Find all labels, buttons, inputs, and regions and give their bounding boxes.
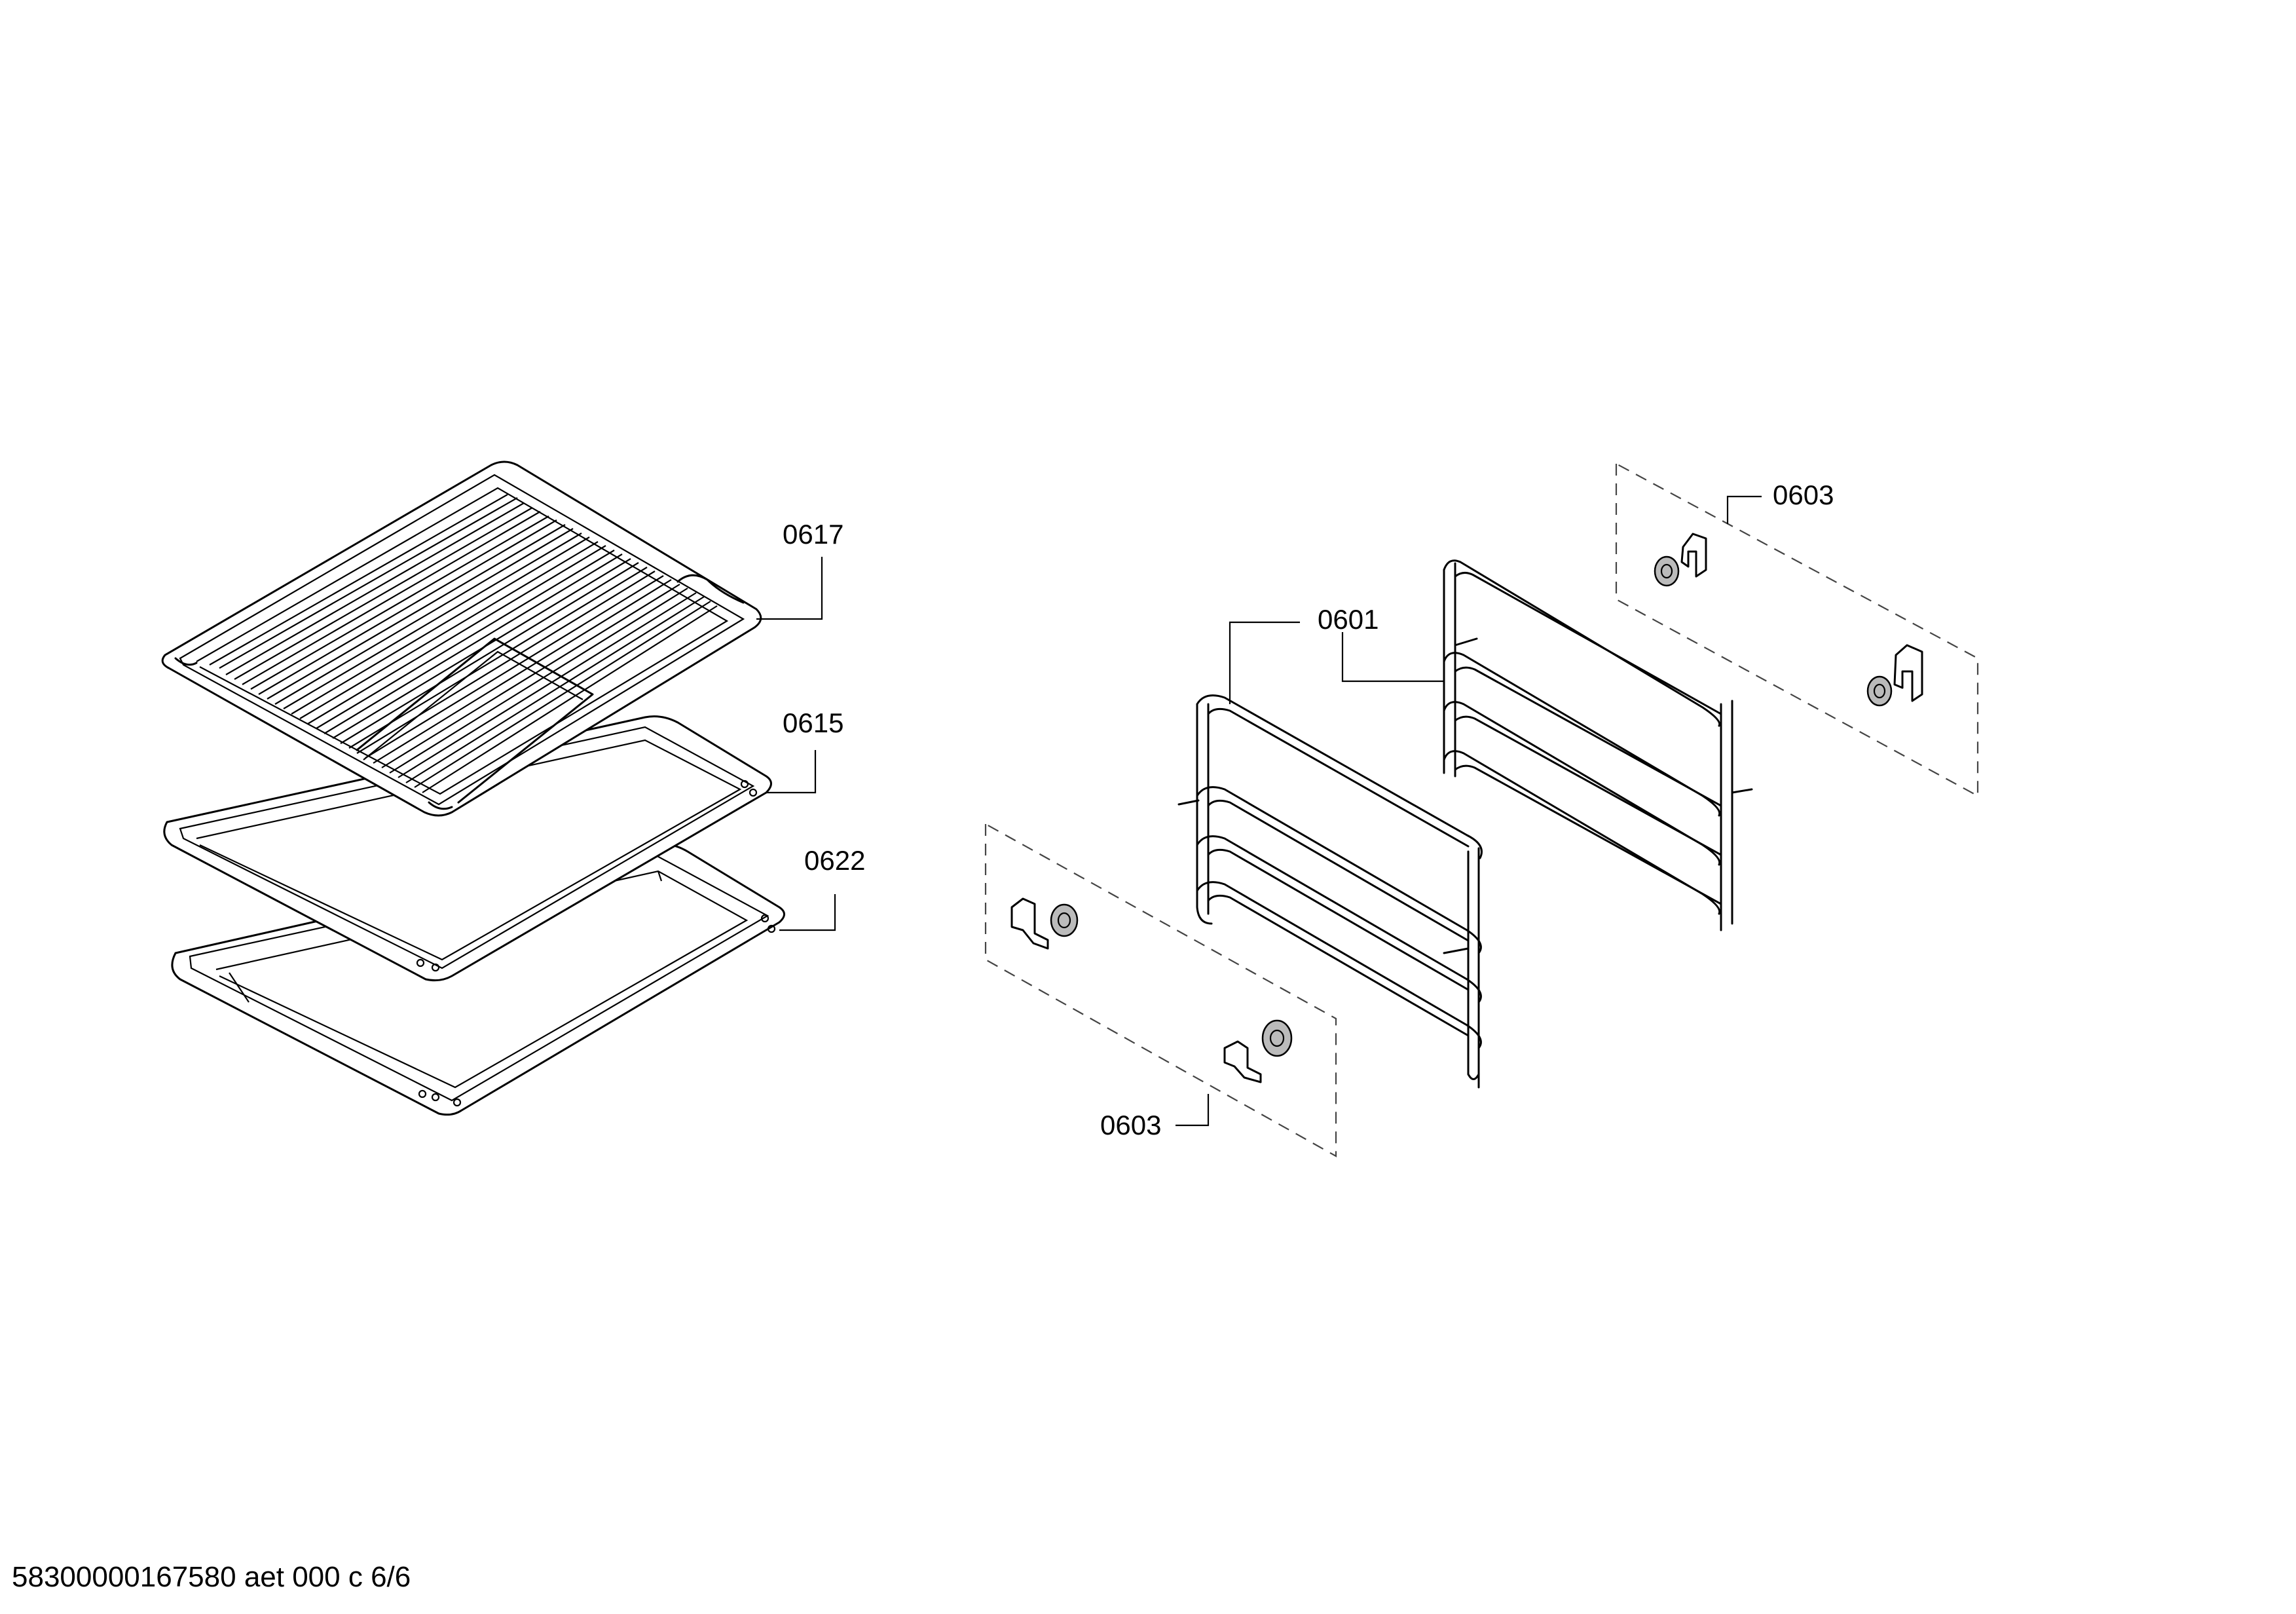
callout-pan: 0622 (804, 845, 865, 876)
callout-tray: 0615 (783, 707, 843, 738)
callout-grid: 0617 (783, 519, 843, 550)
leader-lines (756, 495, 1762, 1127)
callout-clips-top: 0603 (1773, 479, 1834, 510)
clip-set-bottom-0603 (984, 823, 1337, 1157)
callout-clips-bottom: 0603 (1100, 1110, 1161, 1140)
shelf-rail-right-0601 (1443, 559, 1753, 931)
wire-grid-0617 (161, 460, 762, 817)
clip-lower-right (1223, 1019, 1293, 1083)
callout-rail: 0601 (1318, 604, 1379, 635)
shelf-rail-left-0601 (1177, 694, 1483, 1089)
document-id: 58300000167580 aet 000 c 6/6 (12, 1561, 411, 1593)
clip-set-top-0603 (1615, 462, 1979, 797)
clip-lower-left (1010, 897, 1079, 950)
baking-tray-0615 (163, 715, 772, 982)
clip-upper-right (1866, 644, 1923, 707)
clip-upper-left (1654, 533, 1707, 587)
